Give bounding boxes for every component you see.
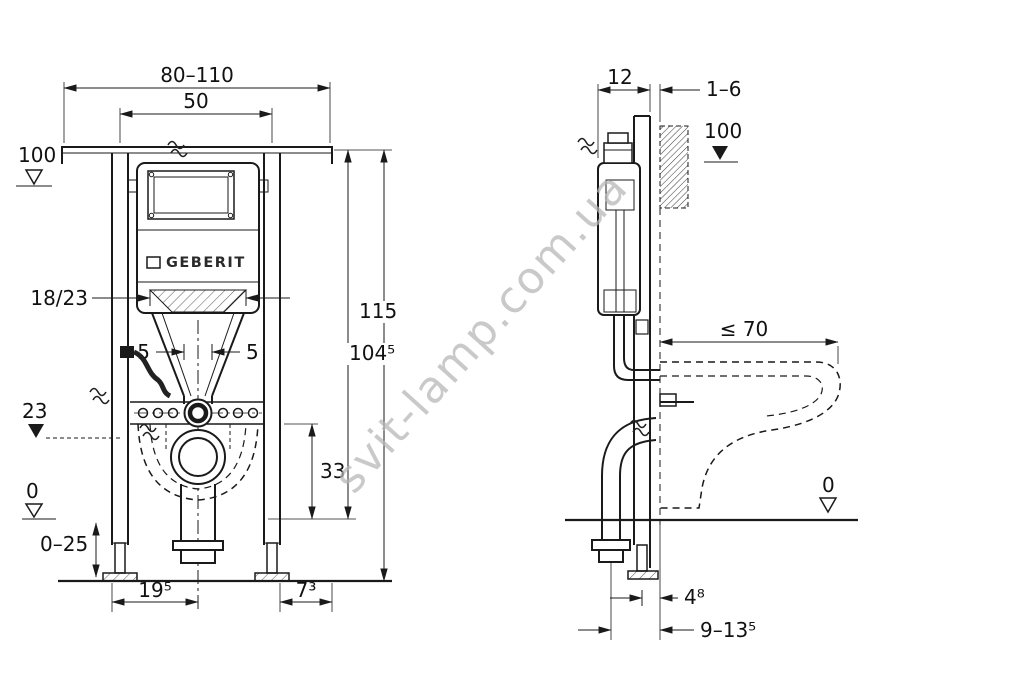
dim-bowl-height-label: 33 <box>320 459 345 483</box>
dim-height-total-label: 115 <box>359 299 397 323</box>
watermark-text: svit-lamp.com.ua <box>324 162 638 503</box>
foot-side <box>636 544 648 572</box>
break-symbol-icon <box>89 387 110 405</box>
dim-foot-adjust-label: 0–25 <box>40 532 88 556</box>
drain-socket <box>170 429 226 485</box>
side-view: 12 1–6 100 <box>565 65 858 642</box>
drain-pipe-front <box>172 484 224 564</box>
level-marker-0-side: 0 <box>818 473 838 514</box>
level-triangle-filled-icon <box>712 146 728 160</box>
dim-front-foot-adjust: 0–25 <box>40 522 100 578</box>
dim-side-bowl-depth: ≤ 70 <box>659 317 839 364</box>
level-marker-100-front: 100 <box>16 143 56 187</box>
dim-front-flush-pipe-label: 18/23 <box>30 286 88 310</box>
bowl-outline-front <box>137 423 259 501</box>
frame-rail-right <box>258 153 281 545</box>
dim-outlet-distance-label: 9–13⁵ <box>700 618 756 642</box>
level-100-side-label: 100 <box>704 119 742 143</box>
break-symbol-icon <box>167 140 188 158</box>
level-marker-23: 23 <box>22 399 122 439</box>
bowl-outline-side <box>659 361 841 509</box>
mounting-plate <box>130 398 264 450</box>
cistern-front: GEBERIT <box>136 162 260 314</box>
dim-front-flush-pipe: 18/23 <box>30 286 290 310</box>
access-panel <box>147 170 235 220</box>
dim-front-width-outer: 80–110 <box>63 63 331 143</box>
level-0-front-label: 0 <box>26 479 39 503</box>
flush-pipe-side <box>613 315 660 381</box>
dim-frame-depth-label: 12 <box>607 65 632 89</box>
level-triangle-open-icon <box>24 169 44 186</box>
level-23-label: 23 <box>22 399 47 423</box>
foot-right <box>254 542 290 582</box>
level-triangle-open-icon <box>24 503 44 519</box>
dim-wall-thickness-label: 1–6 <box>706 77 741 101</box>
foot-left <box>102 542 138 582</box>
level-100-front-label: 100 <box>18 143 56 167</box>
break-symbol-icon <box>577 137 598 155</box>
top-bracket <box>61 146 333 164</box>
dim-side-bottom: 4⁸ 9–13⁵ <box>578 525 756 642</box>
brand-logo-label: GEBERIT <box>166 255 246 271</box>
dim-bowl-depth-label: ≤ 70 <box>720 317 769 341</box>
dim-height-upper-label: 104⁵ <box>349 341 395 365</box>
cistern-side <box>597 132 641 316</box>
dim-drain-offset-label: 19⁵ <box>138 578 171 602</box>
dim-front-width-inner: 50 <box>119 89 273 143</box>
dim-side-depth: 12 1–6 <box>597 65 741 158</box>
dim-front-offset-right-label: 5 <box>246 340 259 364</box>
front-view: 80–110 50 100 <box>16 63 397 612</box>
drain-elbow-side <box>591 417 657 563</box>
wall-section <box>659 125 689 525</box>
brand-logo-icon <box>146 256 161 269</box>
dim-front-width-inner-label: 50 <box>183 89 208 113</box>
level-0-side-label: 0 <box>822 473 835 497</box>
dim-side-offset-label: 7³ <box>296 578 317 602</box>
level-marker-100-side: 100 <box>704 119 742 163</box>
dim-outlet-offset-label: 4⁸ <box>684 585 705 609</box>
dim-front-heights: 33 115 104⁵ <box>284 149 397 582</box>
dim-front-width-outer-label: 80–110 <box>160 63 234 87</box>
brand-logo: GEBERIT <box>146 255 246 271</box>
level-triangle-open-icon <box>818 497 838 514</box>
level-triangle-filled-icon <box>28 424 44 438</box>
break-symbol-icon <box>139 423 160 441</box>
dim-front-bottom: 19⁵ 7³ <box>111 578 333 612</box>
level-marker-0-front: 0 <box>24 479 44 519</box>
water-supply-connection <box>120 346 172 399</box>
